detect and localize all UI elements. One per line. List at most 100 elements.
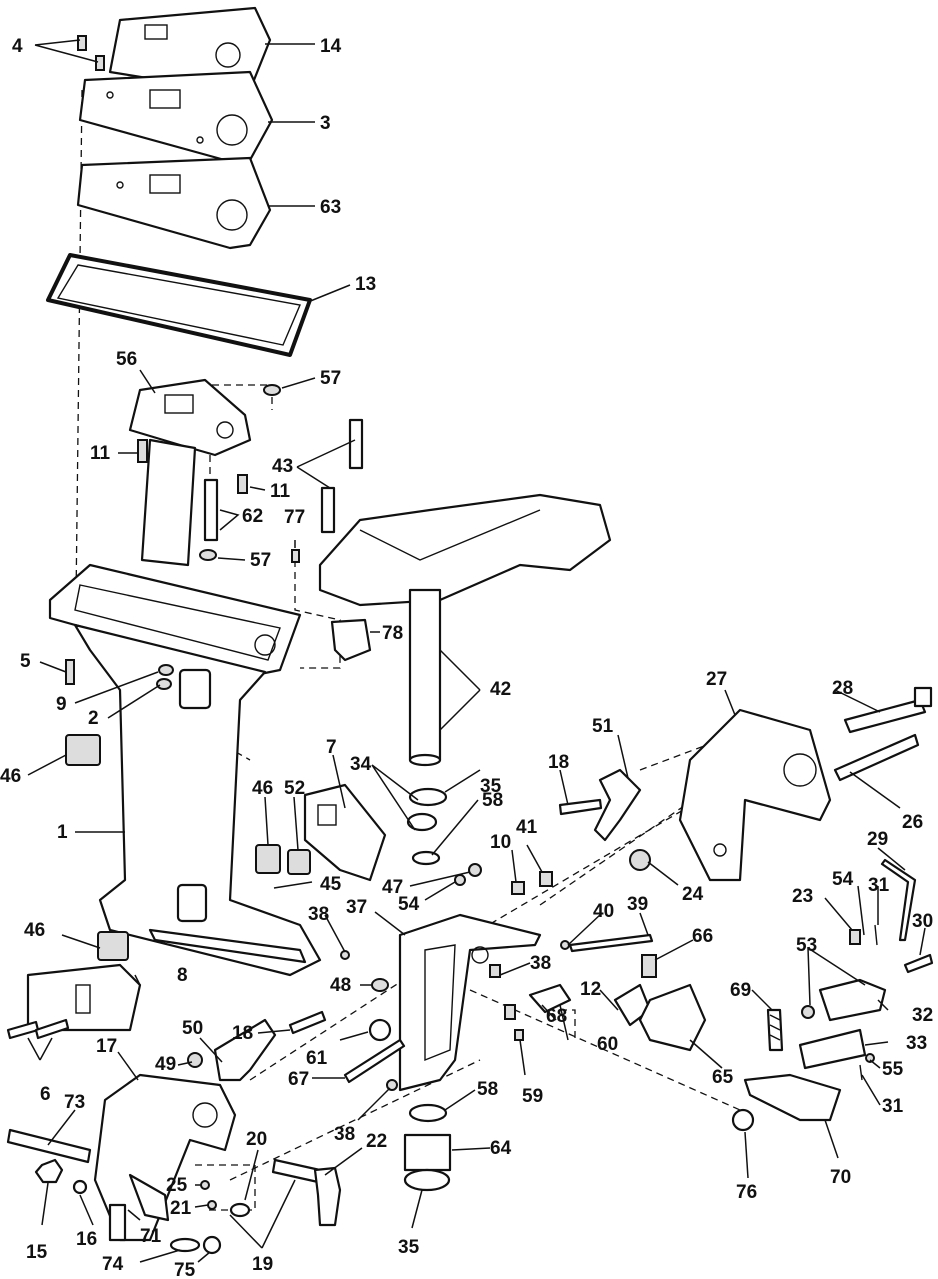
link-rod-39 xyxy=(560,933,654,953)
rubber-mounts-46 xyxy=(65,734,311,961)
callout-78: 78 xyxy=(382,623,403,644)
callout-20: 20 xyxy=(246,1129,267,1150)
callout-9: 9 xyxy=(56,694,67,715)
callout-52: 52 xyxy=(284,778,305,799)
misc-small-parts xyxy=(340,798,651,1091)
callout-15: 15 xyxy=(26,1242,48,1263)
small-parts-57-62-11 xyxy=(137,384,364,563)
callout-38-middle: 38 xyxy=(530,953,551,974)
callout-2: 2 xyxy=(88,708,99,729)
callout-46-lower: 46 xyxy=(24,920,45,941)
seal-ring-13 xyxy=(46,253,312,357)
plate-3 xyxy=(78,70,274,164)
callout-69: 69 xyxy=(730,980,751,1001)
bracket-78 xyxy=(330,618,372,662)
callout-31-lower: 31 xyxy=(882,1096,904,1117)
exhaust-adapter-56 xyxy=(128,378,252,567)
callout-28: 28 xyxy=(832,678,853,699)
clamp-bracket-17 xyxy=(6,1073,237,1242)
callout-46-middle: 46 xyxy=(252,778,273,799)
callout-4: 4 xyxy=(12,36,23,57)
callout-75: 75 xyxy=(174,1260,196,1279)
callout-27: 27 xyxy=(706,669,727,690)
callout-45: 45 xyxy=(320,874,342,895)
lever-51 xyxy=(593,768,642,842)
lower-mount-8 xyxy=(26,963,142,1032)
callout-61: 61 xyxy=(306,1048,328,1069)
washers-nuts-bottom xyxy=(34,1158,251,1255)
callout-22: 22 xyxy=(366,1131,387,1152)
callout-39: 39 xyxy=(627,894,648,915)
callout-13: 13 xyxy=(355,274,376,295)
bolts-6 xyxy=(6,1018,70,1040)
callout-38-upper: 38 xyxy=(308,904,329,925)
callout-35-upper: 35 xyxy=(480,776,502,797)
callout-35-lower: 35 xyxy=(398,1237,420,1258)
callout-1: 1 xyxy=(57,822,68,843)
callout-54-center: 54 xyxy=(398,894,420,915)
callout-16: 16 xyxy=(76,1229,97,1250)
callout-46-upper: 46 xyxy=(0,766,21,787)
pedal-70 xyxy=(743,1073,842,1122)
callout-67: 67 xyxy=(288,1069,309,1090)
callout-21: 21 xyxy=(170,1198,192,1219)
callout-17: 17 xyxy=(96,1036,117,1057)
bracket-65 xyxy=(638,983,707,1052)
gasket-63 xyxy=(76,156,272,250)
plug-76 xyxy=(731,1108,755,1132)
callout-19: 19 xyxy=(252,1254,273,1275)
callout-60: 60 xyxy=(597,1034,618,1055)
callout-7: 7 xyxy=(326,737,337,758)
callout-57-upper: 57 xyxy=(320,368,341,389)
swivel-bracket-42 xyxy=(318,493,612,767)
callout-40: 40 xyxy=(593,901,614,922)
exhaust-housing-1 xyxy=(48,563,322,977)
callout-70: 70 xyxy=(830,1167,851,1188)
bolt-18-nut-49 xyxy=(187,1010,327,1068)
callout-58-upper: 58 xyxy=(482,790,503,811)
callout-71: 71 xyxy=(140,1226,162,1247)
callout-33: 33 xyxy=(906,1033,927,1054)
callout-18-upper: 18 xyxy=(548,752,569,773)
tilt-tube-28-26 xyxy=(833,686,933,782)
callout-6: 6 xyxy=(40,1084,51,1105)
callout-64: 64 xyxy=(490,1138,512,1159)
callout-73: 73 xyxy=(64,1092,85,1113)
callout-59: 59 xyxy=(522,1086,543,1107)
mount-plate-7 xyxy=(303,783,387,882)
callout-11-right: 11 xyxy=(270,481,291,502)
callout-34: 34 xyxy=(350,754,372,775)
callout-63: 63 xyxy=(320,197,341,218)
callout-55: 55 xyxy=(882,1059,904,1080)
stern-bracket-27 xyxy=(678,708,832,882)
callout-31-upper: 31 xyxy=(868,875,890,896)
bracket-32-33 xyxy=(798,858,934,1081)
swivel-bracket-37 xyxy=(398,913,542,1092)
cam-12-66 xyxy=(613,954,657,1027)
callout-76: 76 xyxy=(736,1182,757,1203)
callout-48: 48 xyxy=(330,975,351,996)
callout-30: 30 xyxy=(912,911,933,932)
callout-labels: 4 14 3 63 13 56 57 11 43 11 62 77 57 78 … xyxy=(0,36,933,1279)
gasket-plate-14 xyxy=(108,6,272,94)
callout-54-right: 54 xyxy=(832,869,854,890)
callout-43: 43 xyxy=(272,456,293,477)
callout-32: 32 xyxy=(912,1005,933,1026)
callout-47: 47 xyxy=(382,877,403,898)
callout-62: 62 xyxy=(242,506,263,527)
callout-57-lower: 57 xyxy=(250,550,271,571)
callout-51: 51 xyxy=(592,716,614,737)
callout-29: 29 xyxy=(867,829,888,850)
leader-lines xyxy=(27,39,926,1263)
callout-12: 12 xyxy=(580,979,601,1000)
callout-65: 65 xyxy=(712,1067,734,1088)
callout-42: 42 xyxy=(490,679,511,700)
callout-5: 5 xyxy=(20,651,31,672)
callout-56: 56 xyxy=(116,349,137,370)
callout-3: 3 xyxy=(320,113,331,134)
callout-14: 14 xyxy=(320,36,342,57)
callout-77: 77 xyxy=(284,507,305,528)
callout-41: 41 xyxy=(516,817,538,838)
spring-69 xyxy=(766,1008,784,1052)
